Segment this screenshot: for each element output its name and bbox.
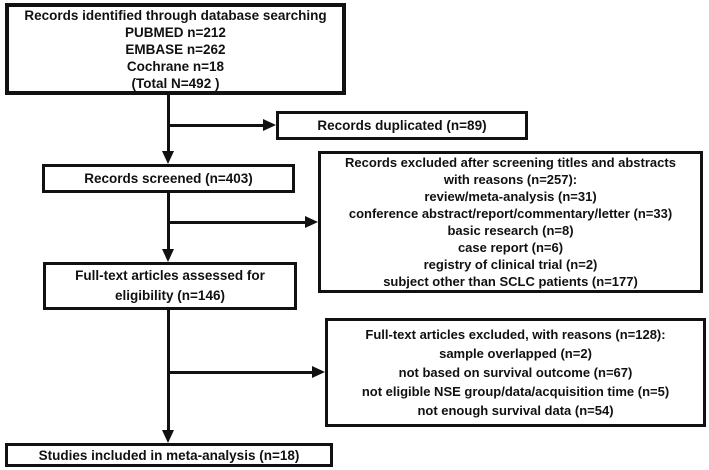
flow-line-branch-to-duplicated (168, 124, 265, 127)
box-records-identified-text: Records identified through database sear… (24, 7, 327, 91)
flow-line-branch-to-excluded-fulltext (168, 371, 314, 374)
arrowhead-right-icon (305, 216, 318, 228)
arrowhead-down-icon (162, 151, 174, 164)
box-records-screened-text: Records screened (n=403) (84, 171, 253, 186)
arrowhead-down-icon (162, 430, 174, 443)
arrowhead-down-icon (162, 249, 174, 262)
arrowhead-right-icon (263, 119, 276, 131)
arrowhead-right-icon (312, 366, 325, 378)
box-fulltext-excluded: Full-text articles excluded, with reason… (325, 318, 706, 427)
box-records-identified: Records identified through database sear… (5, 3, 346, 95)
box-studies-included-text: Studies included in meta-analysis (n=18) (38, 447, 300, 463)
box-fulltext-assessed-text: Full-text articles assessed for eligibil… (75, 268, 265, 303)
box-fulltext-excluded-text: Full-text articles excluded, with reason… (361, 327, 670, 418)
box-studies-included: Studies included in meta-analysis (n=18) (5, 443, 333, 467)
box-records-screened: Records screened (n=403) (42, 164, 295, 193)
box-records-excluded-screening-text: Records excluded after screening titles … (345, 155, 676, 289)
box-records-excluded-screening: Records excluded after screening titles … (318, 151, 703, 293)
flow-line-branch-to-excluded-screening (168, 221, 307, 224)
box-records-duplicated: Records duplicated (n=89) (276, 111, 528, 140)
box-records-duplicated-text: Records duplicated (n=89) (317, 118, 487, 133)
box-fulltext-assessed: Full-text articles assessed for eligibil… (43, 262, 297, 310)
